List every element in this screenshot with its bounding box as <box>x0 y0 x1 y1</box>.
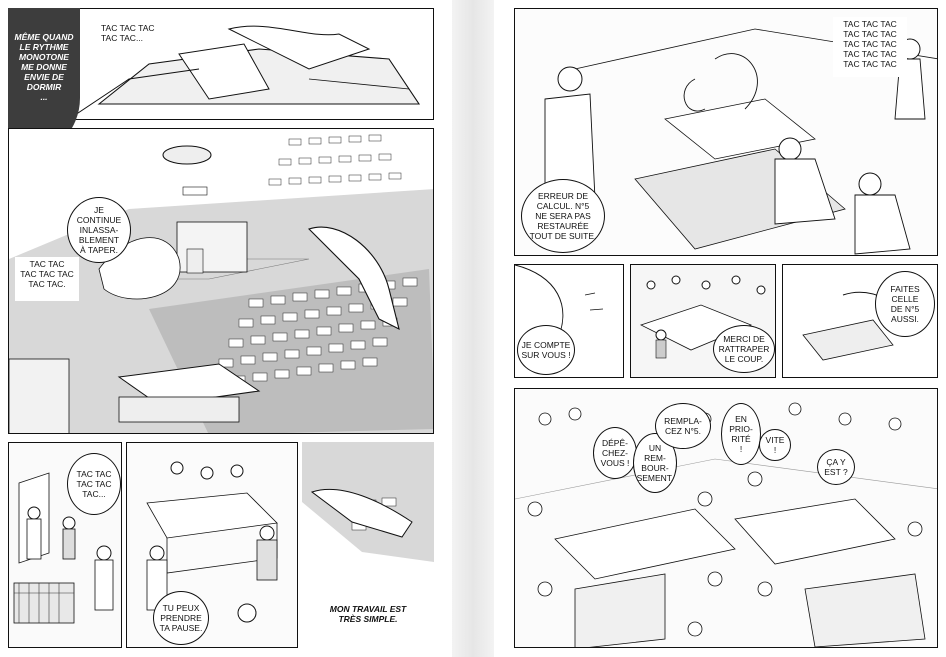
right-panel-1: TAC TAC TAC TAC TAC TAC TAC TAC TAC TAC … <box>514 8 938 256</box>
right-panel-3: MERCI DE RATTRAPER LE COUP. <box>630 264 776 378</box>
right-panel-2: JE COMPTE SUR VOUS ! <box>514 264 624 378</box>
speech-text: ERREUR DE CALCUL. N°5 NE SERA PAS RESTAU… <box>529 191 597 241</box>
sfx-label: TAC TAC TAC TAC TAC TAC TAC. <box>20 259 74 289</box>
speech-balloon: MERCI DE RATTRAPER LE COUP. <box>713 325 775 373</box>
sfx-label: TAC TAC TAC TAC TAC... <box>101 23 155 43</box>
panel-art <box>515 389 937 647</box>
thought-balloon: JE CONTINUE INLASSA- BLEMENT À TAPER. <box>67 197 131 263</box>
speech-balloon: ERREUR DE CALCUL. N°5 NE SERA PAS RESTAU… <box>521 179 605 253</box>
speech-balloon: FAITES CELLE DE N°5 AUSSI. <box>875 271 935 337</box>
speech-balloon: ÇA Y EST ? <box>817 449 855 485</box>
speech-text: UN REM- BOUR- SEMENT. <box>636 443 674 483</box>
speech-balloon: TU PEUX PRENDRE TA PAUSE. <box>153 591 209 645</box>
speech-text: JE COMPTE SUR VOUS ! <box>521 340 571 360</box>
panel-art <box>9 443 121 647</box>
left-panel-4: TU PEUX PRENDRE TA PAUSE. <box>126 442 298 648</box>
sfx-label: TAC TAC TAC TAC TAC... <box>76 469 112 499</box>
sfx-label: TAC TAC TAC TAC TAC TAC TAC TAC TAC TAC … <box>843 19 897 69</box>
panel-art <box>9 134 433 433</box>
right-panel-4: FAITES CELLE DE N°5 AUSSI. <box>782 264 938 378</box>
speech-balloon: REMPLA- CEZ N°5. <box>655 403 711 449</box>
left-panel-2: JE CONTINUE INLASSA- BLEMENT À TAPER. TA… <box>8 128 434 434</box>
sfx-text: TAC TAC TAC TAC TAC TAC TAC. <box>15 257 79 301</box>
speech-balloon: JE COMPTE SUR VOUS ! <box>517 325 575 375</box>
speech-text: VITE ! <box>765 435 785 455</box>
speech-text: ÇA Y EST ? <box>824 457 848 477</box>
caption-text: MÊME QUAND LE RYTHME MONOTONE ME DONNE E… <box>14 32 74 102</box>
right-panel-5: DÉPÊ- CHEZ- VOUS ! UN REM- BOUR- SEMENT.… <box>514 388 938 648</box>
speech-text: DÉPÊ- CHEZ- VOUS ! <box>600 438 630 468</box>
speech-balloon: VITE ! <box>759 429 791 461</box>
speech-balloon: EN PRIO- RITÉ ! <box>721 403 761 465</box>
panel-art <box>783 265 937 377</box>
panel-art <box>302 442 434 562</box>
speech-text: TU PEUX PRENDRE TA PAUSE. <box>159 603 203 633</box>
left-panel-5: MON TRAVAIL EST TRÈS SIMPLE. <box>302 442 434 648</box>
panel-art <box>68 25 421 119</box>
narration-caption: MON TRAVAIL EST TRÈS SIMPLE. <box>329 604 407 624</box>
sfx-balloon: TAC TAC TAC TAC TAC... <box>67 453 121 515</box>
sfx-text: TAC TAC TAC TAC TAC TAC TAC TAC TAC TAC … <box>833 17 907 77</box>
speech-text: MERCI DE RATTRAPER LE COUP. <box>718 334 770 364</box>
page-gutter <box>452 0 494 657</box>
thought-text: JE CONTINUE INLASSA- BLEMENT À TAPER. <box>76 205 122 255</box>
speech-balloon: DÉPÊ- CHEZ- VOUS ! <box>593 427 637 479</box>
speech-text: EN PRIO- RITÉ ! <box>729 414 753 454</box>
speech-text: REMPLA- CEZ N°5. <box>664 416 702 436</box>
left-panel-3: TAC TAC TAC TAC TAC... <box>8 442 122 648</box>
speech-text: FAITES CELLE DE N°5 AUSSI. <box>890 284 920 324</box>
sfx-text: TAC TAC TAC TAC TAC... <box>101 21 171 47</box>
